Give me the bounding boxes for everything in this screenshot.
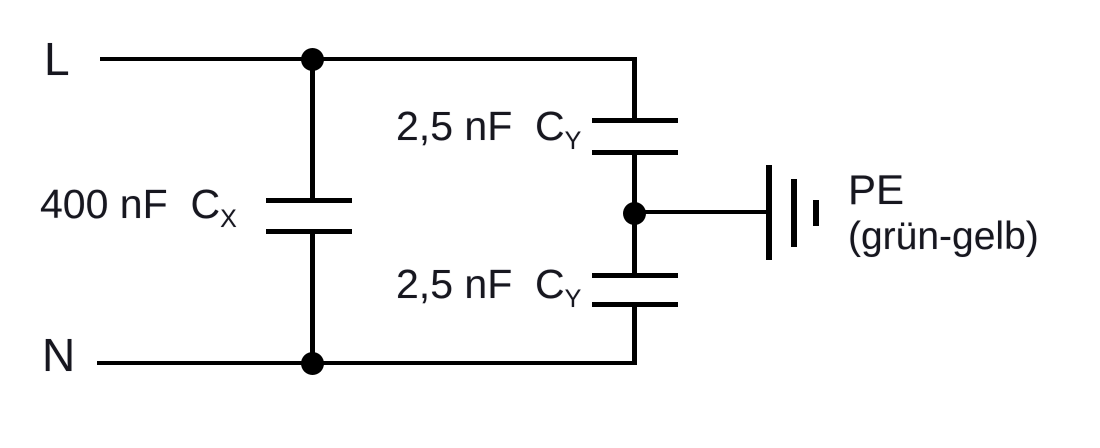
wire-line-n [97, 361, 637, 365]
earth-sublabel: (grün-gelb) [848, 215, 1039, 258]
capacitor-cy-bottom-symbol: C [535, 261, 565, 307]
earth-symbol-bar-medium [791, 179, 797, 247]
capacitor-cx-upper-lead [310, 57, 315, 201]
wire-to-earth [634, 210, 768, 214]
terminal-label-line: L [44, 33, 70, 85]
capacitor-cy-bottom-label: 2,5 nF CY [396, 261, 581, 312]
capacitor-cx-lower-lead [310, 231, 315, 365]
capacitor-cx-plate-bottom [266, 229, 352, 234]
capacitor-cy-top-value: 2,5 nF [396, 103, 513, 149]
capacitor-cy-top-subscript: Y [564, 127, 582, 155]
capacitor-cx-symbol: C [190, 181, 221, 227]
capacitor-cy-bottom-plate-top [592, 273, 678, 278]
capacitor-cx-subscript: X [220, 205, 237, 233]
capacitor-cx-plate-top [266, 198, 352, 203]
earth-symbol-bar-long [766, 165, 772, 260]
capacitor-cy-top-plate-top [592, 118, 678, 123]
wire-line-l [100, 57, 637, 61]
capacitor-cy-top-upper-lead [632, 57, 637, 121]
capacitor-cy-bottom-upper-lead [632, 213, 637, 275]
earth-symbol-bar-short [813, 200, 819, 226]
capacitor-cy-top-label: 2,5 nF CY [396, 103, 581, 154]
earth-label: PE [848, 166, 905, 213]
capacitor-cy-bottom-subscript: Y [564, 285, 582, 313]
capacitor-cy-top-lower-lead [632, 152, 637, 214]
terminal-label-neutral: N [42, 329, 76, 381]
capacitor-cy-bottom-value: 2,5 nF [396, 261, 513, 307]
capacitor-cy-bottom-lower-lead [632, 304, 637, 364]
capacitor-cy-top-symbol: C [535, 103, 565, 149]
earth-label-block: PE (grün-gelb) [848, 166, 1039, 259]
capacitor-cx-label: 400 nF CX [40, 181, 237, 232]
capacitor-cx-value: 400 nF [40, 181, 168, 227]
